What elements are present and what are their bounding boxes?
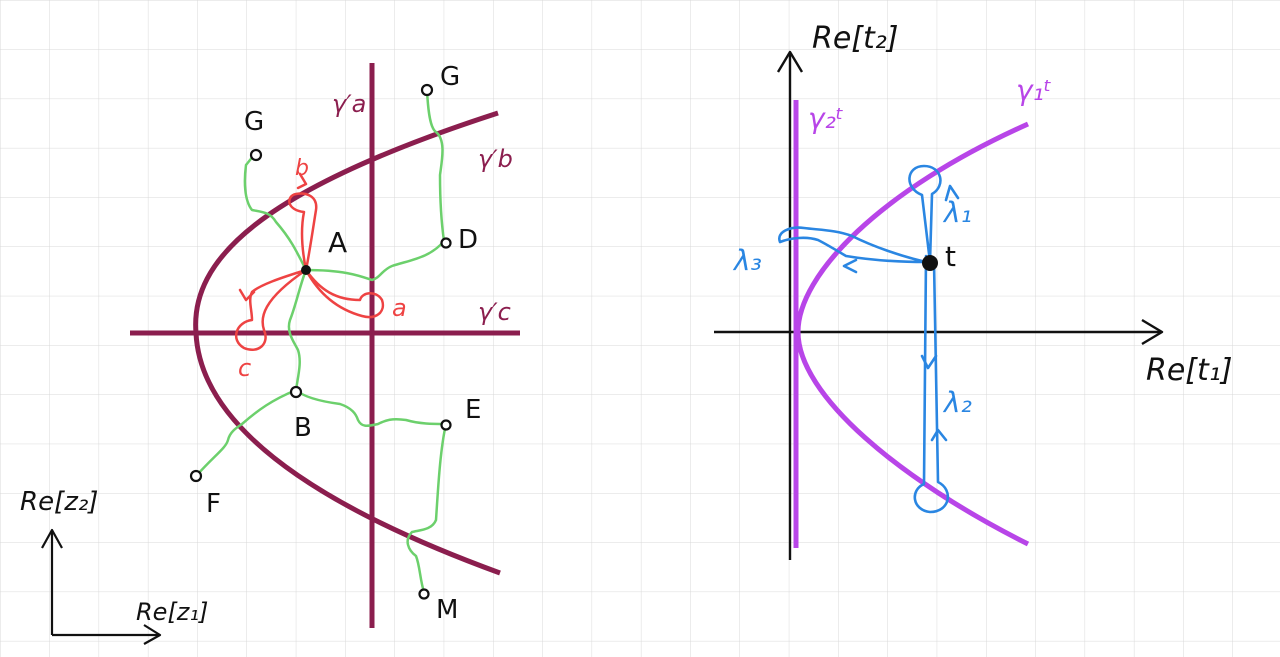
right-curves <box>793 100 1030 548</box>
green-path-b-f <box>196 388 298 476</box>
label-f: F <box>206 489 221 519</box>
red-loop-a <box>304 268 385 319</box>
red-loop-b <box>288 192 318 272</box>
blue-path-lambda-3 <box>778 226 928 264</box>
label-e: E <box>465 395 481 425</box>
right-panel: Re[t₂] Re[t₁] γ₁ᵗ γ₂ᵗ λ₁ λ₂ λ₃ t <box>714 21 1233 560</box>
left-curves <box>130 63 520 628</box>
left-axis-y-label: Re[z₂] <box>20 487 98 517</box>
curve-label-gamma-2: γ₂ᵗ <box>808 102 844 135</box>
point-b <box>289 385 303 399</box>
red-arrow-b <box>296 172 308 190</box>
green-path-d-a <box>304 239 446 282</box>
label-b: B <box>294 413 312 443</box>
right-axis-y-label: Re[t₂] <box>812 21 899 56</box>
curve-label-gamma-1: γ₁ᵗ <box>1016 74 1052 107</box>
green-path-e-m <box>406 422 448 594</box>
label-m: M <box>436 595 458 625</box>
loop-label-b: b <box>295 156 309 181</box>
path-label-lambda-3: λ₃ <box>732 244 762 277</box>
left-axis-x-label: Re[z₁] <box>136 598 208 626</box>
path-label-lambda-2: λ₂ <box>942 386 972 419</box>
green-path-g-d <box>425 88 446 243</box>
point-g-top <box>420 83 434 97</box>
point-a <box>301 265 311 275</box>
label-g-left: G <box>244 107 264 137</box>
right-axes <box>714 50 1164 560</box>
curve-label-gamma-c: γ′c <box>478 298 511 326</box>
loop-label-c: c <box>238 354 251 382</box>
right-axis-x-label: Re[t₁] <box>1146 353 1233 388</box>
green-path-a-g <box>243 153 308 272</box>
red-arrow-c <box>238 288 256 302</box>
point-e <box>440 419 452 431</box>
point-g-left <box>249 148 263 162</box>
point-m <box>418 588 430 600</box>
left-points <box>189 83 452 600</box>
point-t <box>922 255 938 271</box>
left-panel: Re[z₂] Re[z₁] γ′a γ′b γ′c b <box>20 62 520 645</box>
path-label-lambda-1: λ₁ <box>942 196 972 229</box>
point-f <box>189 469 203 483</box>
green-path-b-e <box>294 388 448 427</box>
label-d: D <box>458 225 478 255</box>
label-a: A <box>328 226 347 259</box>
green-path-a-b <box>287 268 308 392</box>
left-axes <box>41 528 162 645</box>
point-d <box>440 237 452 249</box>
curve-label-gamma-b: γ′b <box>478 145 513 173</box>
blue-arrow-3 <box>930 428 948 442</box>
blue-paths <box>778 164 960 514</box>
curve-gamma-b <box>193 110 501 576</box>
label-g-top: G <box>440 62 460 92</box>
curve-label-gamma-a: γ′a <box>332 90 366 118</box>
green-paths <box>196 88 448 594</box>
red-loops <box>234 172 385 351</box>
blue-path-lambda-2 <box>913 254 950 514</box>
curve-gamma-1 <box>795 121 1030 547</box>
loop-label-a: a <box>392 294 407 322</box>
blue-path-lambda-1 <box>908 164 942 264</box>
blue-arrow-2 <box>920 354 938 370</box>
blue-arrow-4 <box>842 258 858 274</box>
label-t: t <box>945 240 956 273</box>
blue-arrow-1 <box>944 184 960 202</box>
